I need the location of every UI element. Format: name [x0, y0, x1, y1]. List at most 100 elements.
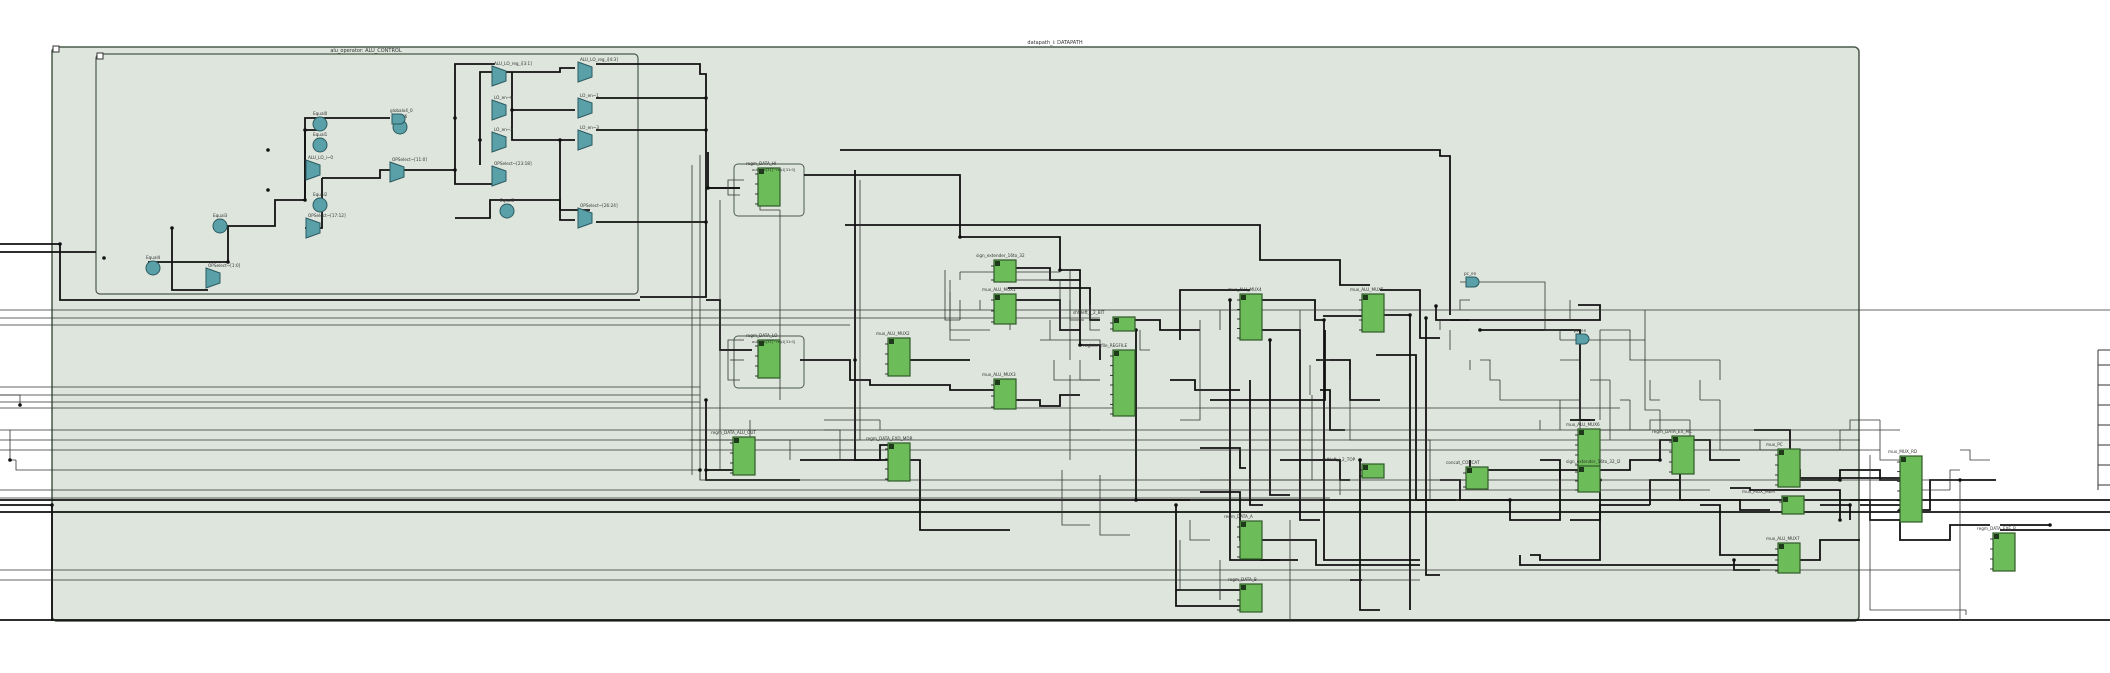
gate-lo-en-0[interactable]: LO_en~0: [491, 95, 513, 121]
module-label: mux_ALU_MUX2: [876, 331, 910, 336]
gate-label: OPSelect~[17:12]: [308, 213, 346, 218]
gate-pc-en[interactable]: pc_en: [1574, 328, 1590, 345]
gate-lo-en-3[interactable]: LO_en~3: [577, 125, 599, 151]
module-body[interactable]: [1577, 465, 1601, 493]
module-mux-mux-mem[interactable]: mux_MUX_MEM: [1742, 489, 1805, 515]
module-mux-alu-mux5[interactable]: mux_ALU_MUX5: [1350, 287, 1385, 333]
gate-symbol[interactable]: [312, 137, 328, 153]
module-body[interactable]: [757, 167, 781, 207]
gate-symbol[interactable]: [1575, 333, 1590, 345]
module-body[interactable]: [1899, 455, 1923, 523]
gate-symbol[interactable]: [389, 161, 405, 183]
gate-symbol[interactable]: [145, 260, 161, 276]
gate-lo-en-2[interactable]: LO_en~2: [491, 127, 513, 153]
gate-equal2[interactable]: Equal2: [312, 192, 328, 213]
module-sign-extender-16to-32-i2[interactable]: sign_extender_16to_32_I2: [1566, 459, 1621, 493]
module-label: mux_MUX_RD: [1888, 449, 1917, 454]
module-mux-alu-mux3[interactable]: mux_ALU_MUX3: [982, 372, 1017, 410]
gate-symbol[interactable]: [491, 131, 507, 153]
gate-pc-en[interactable]: pc_en: [1464, 271, 1480, 288]
module-mux-alu-mux2[interactable]: mux_ALU_MUX2: [876, 331, 911, 377]
module-body[interactable]: [757, 339, 781, 379]
module-mux-pc[interactable]: mux_PC: [1766, 442, 1801, 488]
gate-symbol[interactable]: [205, 267, 221, 289]
module-register-file-regfile[interactable]: register_file_REGFILE: [1083, 343, 1136, 417]
module-body[interactable]: [1992, 532, 2016, 572]
module-sign-extender-16to-32[interactable]: sign_extender_16to_32: [976, 253, 1025, 283]
gate-label: Equal5: [500, 198, 515, 203]
gate-lo-en-1[interactable]: LO_en~1: [577, 93, 599, 119]
module-mux-mux-rd[interactable]: mux_MUX_RD: [1888, 449, 1923, 523]
gate-symbol[interactable]: [577, 61, 593, 83]
gate-equal3[interactable]: Equal3: [212, 213, 228, 234]
module-regm-data-exe-r[interactable]: regm_DATA_EXE_R: [1977, 526, 2016, 572]
gate-opselect-1-0[interactable]: OPSelect~[1:0]: [205, 263, 241, 289]
datapath-collapse-icon[interactable]: [52, 45, 60, 53]
module-concat-concat[interactable]: concat_CONCAT: [1446, 460, 1489, 490]
module-body[interactable]: [732, 436, 756, 476]
gate-opselect-23-18[interactable]: OPSelect~[23:18]: [491, 161, 532, 187]
gate-equal4[interactable]: Equal4: [145, 255, 161, 276]
gate-alu-lo-i-0[interactable]: ALU_LO_i~0: [305, 155, 333, 181]
module-body[interactable]: [1777, 542, 1801, 574]
gate-symbol[interactable]: [1465, 276, 1480, 288]
module-body[interactable]: [1777, 448, 1801, 488]
gate-alu-lo-reg-i-3-1[interactable]: ALU_LO_reg_i[3:1]: [491, 61, 532, 87]
datapath-label: datapath_i: DATAPATH: [1027, 40, 1082, 46]
module-shftleft-i-2-top[interactable]: shftleft_i_2_TOP: [1322, 457, 1385, 479]
gate-symbol[interactable]: [212, 218, 228, 234]
gate-equal5[interactable]: Equal5: [499, 198, 515, 219]
gate-symbol[interactable]: [577, 207, 593, 229]
gate-symbol[interactable]: [312, 197, 328, 213]
gate-equal1[interactable]: Equal1: [312, 132, 328, 153]
module-body[interactable]: [1239, 520, 1263, 560]
module-corner-icon: [995, 261, 1000, 266]
module-regm-data-a[interactable]: regm_DATA_A: [1224, 514, 1263, 560]
module-body[interactable]: [1239, 293, 1263, 341]
gate-symbol[interactable]: [391, 113, 406, 125]
gate-symbol[interactable]: [577, 129, 593, 151]
module-mux-alu-mux7[interactable]: mux_ALU_MUX7: [1766, 536, 1801, 574]
module-corner-icon: [759, 169, 764, 174]
alu-control-collapse-icon[interactable]: [96, 52, 104, 60]
gate-equal0[interactable]: Equal0: [312, 111, 328, 132]
module-body[interactable]: [1112, 349, 1136, 417]
gate-symbol[interactable]: [491, 165, 507, 187]
module-body[interactable]: [993, 378, 1017, 410]
module-regm-data-exd-mdr[interactable]: regm_DATA_EXD_MDR: [866, 436, 913, 482]
module-body[interactable]: [1671, 435, 1695, 475]
module-body[interactable]: [887, 442, 911, 482]
gate-symbol[interactable]: [499, 203, 515, 219]
module-mux-alu-mux1[interactable]: mux_ALU_MUX1: [982, 287, 1017, 325]
module-corner-icon: [1363, 295, 1368, 300]
gate-globalx4-0[interactable]: globalx4_0: [390, 108, 413, 125]
module-corner-icon: [1363, 465, 1368, 470]
module-label: mux_ALU_MUX6: [1566, 422, 1600, 427]
gate-symbol[interactable]: [312, 116, 328, 132]
thick-wires: [0, 63, 2110, 621]
module-regm-data-b[interactable]: regm_DATA_B: [1228, 577, 1263, 613]
gate-symbol[interactable]: [491, 99, 507, 121]
gate-opselect-26-24[interactable]: OPSelect~[26:24]: [577, 203, 618, 229]
module-corner-icon: [889, 339, 894, 344]
module-mux-alu-mux4[interactable]: mux_ALU_MUX4: [1228, 287, 1263, 341]
module-body[interactable]: [1239, 583, 1263, 613]
module-body[interactable]: [887, 337, 911, 377]
module-body[interactable]: [993, 293, 1017, 325]
gate-label: OPSelect~[11:0]: [392, 157, 427, 162]
gate-symbol[interactable]: [577, 97, 593, 119]
alu-control-label: alu_operator: ALU_CONTROL: [330, 48, 402, 54]
gate-opselect-17-12[interactable]: OPSelect~[17:12]: [305, 213, 346, 239]
gate-symbol[interactable]: [491, 65, 507, 87]
module-regm-data-ex-mc[interactable]: regm_DATA_EX_MC: [1652, 429, 1695, 475]
gate-symbol[interactable]: [305, 159, 321, 181]
gate-opselect-11-0[interactable]: OPSelect~[11:0]: [389, 157, 427, 183]
module-regm-data-alu-out[interactable]: regm_DATA_ALU_OUT: [711, 430, 756, 476]
module-body[interactable]: [1361, 293, 1385, 333]
gate-alu-lo-reg-i-4-3[interactable]: ALU_LO_reg_i[4:3]: [577, 57, 618, 83]
module-shftleft-i-2-bit[interactable]: shftleft_i_2_BIT: [1073, 310, 1136, 332]
gate-symbol[interactable]: [305, 217, 321, 239]
